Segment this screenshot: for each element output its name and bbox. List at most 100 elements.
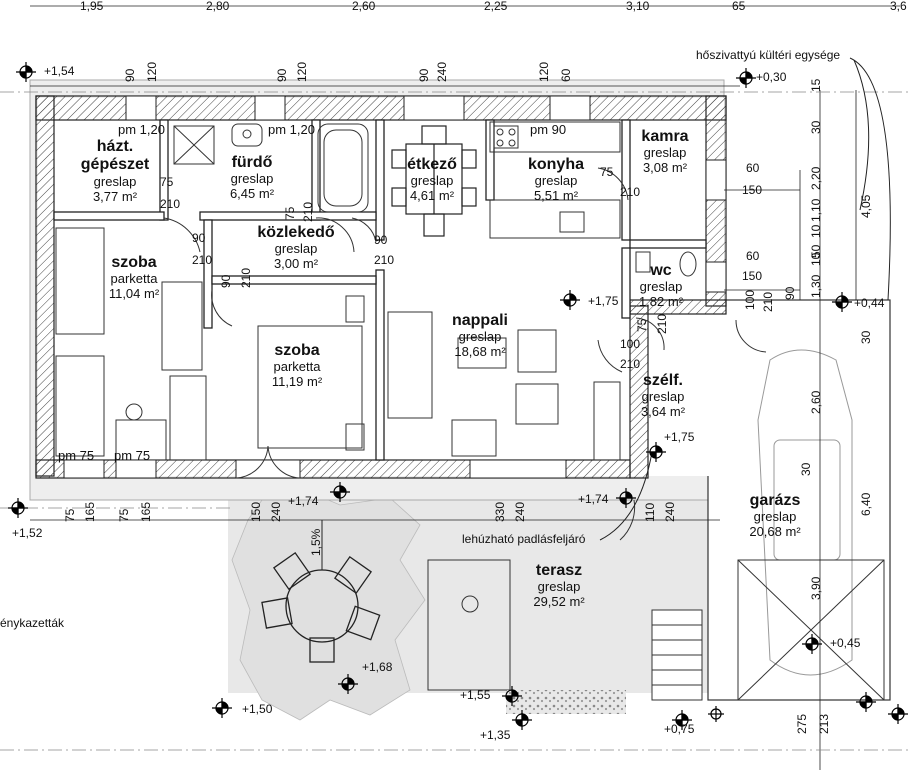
- room-name: konyha: [527, 156, 584, 173]
- bottom-dim: 75: [117, 508, 131, 522]
- room-name: szélf.: [642, 372, 683, 389]
- room-szoba-2: szoba parketta 11,19 m²: [254, 342, 340, 390]
- window-dim: 120: [145, 61, 159, 82]
- level-label: +1,68: [362, 660, 393, 674]
- level-label: +0,45: [830, 636, 861, 650]
- room-nappali: nappali greslap 18,68 m²: [440, 312, 520, 360]
- room-material: parketta: [110, 271, 158, 287]
- room-name: kamra: [641, 128, 689, 145]
- window-dim-right: 60: [746, 249, 760, 263]
- door-dim: 210: [620, 357, 641, 371]
- right-dim: 275: [795, 713, 809, 734]
- window-dim-right: 60: [746, 161, 760, 175]
- room-area: 3,08 m²: [642, 160, 688, 176]
- door-dim: 75: [635, 318, 649, 332]
- sill-label: pm 1,20: [268, 122, 315, 137]
- top-dim: 65: [732, 0, 746, 13]
- level-label: +1,52: [12, 526, 43, 540]
- window-dim: 240: [435, 61, 449, 82]
- room-area: 1,82 m²: [638, 294, 684, 310]
- right-dim: 90: [783, 286, 797, 300]
- room-material: greslap: [753, 509, 797, 525]
- bottom-dim: 75: [63, 508, 77, 522]
- room-furdo: fürdő greslap 6,45 m²: [214, 154, 290, 202]
- ladder-leader: [599, 451, 653, 541]
- room-name-line2: gépészet: [80, 156, 150, 174]
- bottom-dim: 110: [643, 502, 657, 522]
- right-dim: 1,10: [809, 198, 823, 222]
- room-material: greslap: [643, 145, 687, 161]
- room-hazt: házt. gépészet greslap 3,77 m²: [60, 138, 170, 205]
- room-material: greslap: [458, 329, 502, 345]
- bedroom-furniture: [55, 227, 365, 461]
- window-dim: 120: [537, 61, 551, 82]
- door-dim: 90: [219, 274, 233, 288]
- room-area: 3,64 m²: [640, 404, 686, 420]
- room-name: közlekedő: [257, 224, 335, 241]
- left-cut-note: énykazetták: [0, 616, 65, 630]
- room-area: 4,61 m²: [409, 188, 455, 204]
- right-dim: 210: [761, 291, 775, 312]
- living-furniture: [387, 311, 621, 461]
- bottom-dim: 165: [139, 501, 153, 522]
- room-konyha: konyha greslap 5,51 m²: [516, 156, 596, 204]
- window-dim: 60: [559, 68, 573, 82]
- top-dim: 2,60: [352, 0, 376, 13]
- door-dim: 210: [374, 253, 395, 267]
- right-dim: 30: [799, 462, 813, 476]
- room-name: wc: [650, 262, 672, 279]
- room-szelf: szélf. greslap 3,64 m²: [634, 372, 692, 420]
- dimension-lines: [0, 5, 910, 770]
- right-dim: 10: [809, 224, 823, 238]
- kitchen-counter: [489, 121, 621, 239]
- terrace-paving-jagged: [231, 487, 426, 721]
- level-label: +1,50: [242, 702, 273, 716]
- room-area: 11,19 m²: [271, 374, 323, 390]
- room-material: greslap: [537, 579, 581, 595]
- door-swings: [163, 167, 767, 541]
- sill-label: pm 1,20: [118, 122, 165, 137]
- room-material: greslap: [410, 173, 454, 189]
- gravel-strip: [506, 690, 626, 714]
- door-dim: 210: [620, 185, 641, 199]
- right-dim: 10: [809, 252, 823, 266]
- room-area: 5,51 m²: [533, 188, 579, 204]
- top-dim: 1,95: [80, 0, 104, 13]
- level-label: +1,55: [460, 688, 491, 702]
- bottom-dim: 165: [83, 501, 97, 522]
- room-garazs: garázs greslap 20,68 m²: [734, 492, 816, 540]
- heat-pump-note: hőszivattyú kültéri egysége: [696, 48, 841, 62]
- room-area: 20,68 m²: [749, 524, 801, 540]
- level-markers: [8, 62, 908, 730]
- room-name: fürdő: [231, 154, 273, 171]
- room-area: 18,68 m²: [454, 344, 506, 360]
- room-name: szoba: [274, 342, 320, 359]
- right-dim: 4,05: [859, 194, 873, 218]
- room-material: greslap: [639, 279, 683, 295]
- door-dim: 210: [655, 313, 669, 334]
- attic-ladder-note: lehúzható padlásfeljáró: [462, 532, 586, 546]
- planter: [427, 559, 511, 691]
- right-dim: 2,20: [809, 166, 823, 190]
- door-dim: 90: [374, 233, 388, 247]
- right-dim: 30: [809, 120, 823, 134]
- bathroom-fixtures: [173, 123, 369, 213]
- room-material: greslap: [274, 241, 318, 257]
- window-dim: 120: [295, 61, 309, 82]
- dining-table: [391, 125, 477, 237]
- room-area: 3,00 m²: [273, 256, 319, 272]
- window-dim: 90: [275, 68, 289, 82]
- room-material: parketta: [273, 359, 321, 375]
- garage-door: [737, 559, 885, 701]
- room-name: nappali: [451, 312, 508, 329]
- window-dim-right: 150: [742, 183, 763, 197]
- room-kozlekedo: közlekedő greslap 3,00 m²: [244, 224, 348, 272]
- room-terasz: terasz greslap 29,52 m²: [518, 562, 600, 610]
- door-dim: 75: [160, 175, 174, 189]
- level-label: +1,74: [578, 492, 609, 506]
- top-dim: 2,25: [484, 0, 508, 13]
- room-etkezo: étkező greslap 4,61 m²: [392, 156, 472, 204]
- top-dim: 3,6: [890, 0, 907, 13]
- right-dim: 213: [817, 713, 831, 734]
- level-label: +0,75: [664, 722, 695, 736]
